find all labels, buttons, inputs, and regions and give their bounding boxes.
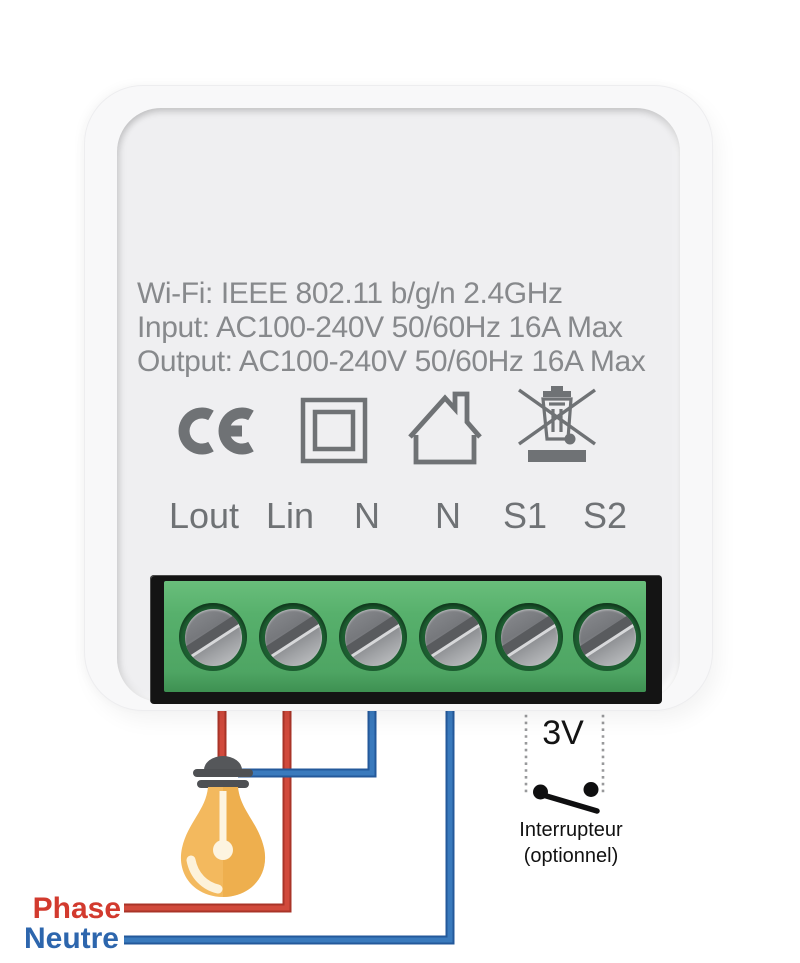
- terminal-block: [150, 575, 662, 704]
- terminal-block-green: [164, 581, 646, 692]
- switch-dotted-leads: [524, 708, 605, 796]
- indoor-use-house-icon: [408, 391, 482, 465]
- switch-caption-line1: Interrupteur: [519, 819, 623, 841]
- terminal-screw-n2: [419, 603, 487, 671]
- terminal-screw-lout: [179, 603, 247, 671]
- device-specs: Wi-Fi: IEEE 802.11 b/g/n 2.4GHz Input: A…: [137, 277, 646, 379]
- terminal-label-s2: S2: [582, 495, 628, 536]
- terminal-screw-s2: [573, 603, 641, 671]
- terminal-screw-lin: [259, 603, 327, 671]
- switch-caption-line2: (optionnel): [523, 845, 619, 867]
- terminal-label-lin: Lin: [265, 495, 315, 536]
- neutre-wire-n: [124, 702, 455, 945]
- light-bulb-icon: [180, 756, 266, 897]
- switch-voltage-label: 3V: [542, 714, 584, 752]
- neutre-label: Neutre: [23, 922, 119, 955]
- ce-mark-icon: [178, 407, 254, 455]
- class-ii-insulation-icon: [300, 397, 368, 464]
- terminal-label-lout: Lout: [168, 495, 240, 536]
- weee-crossed-bin-icon: [518, 386, 596, 462]
- spec-input: Input: AC100-240V 50/60Hz 16A Max: [137, 311, 623, 344]
- terminal-screw-n1: [339, 603, 407, 671]
- terminal-label-n2: N: [435, 495, 461, 536]
- phase-label: Phase: [32, 892, 121, 925]
- spec-wifi: Wi-Fi: IEEE 802.11 b/g/n 2.4GHz: [137, 277, 563, 310]
- terminal-screw-s1: [495, 603, 563, 671]
- switch-symbol-icon: [533, 782, 600, 814]
- terminal-label-n1: N: [354, 495, 380, 536]
- neutral-wire-to-bulb: [238, 702, 377, 778]
- switch-caption: Interrupteur (optionnel): [519, 817, 622, 869]
- terminal-label-s1: S1: [502, 495, 548, 536]
- spec-output: Output: AC100-240V 50/60Hz 16A Max: [137, 345, 646, 378]
